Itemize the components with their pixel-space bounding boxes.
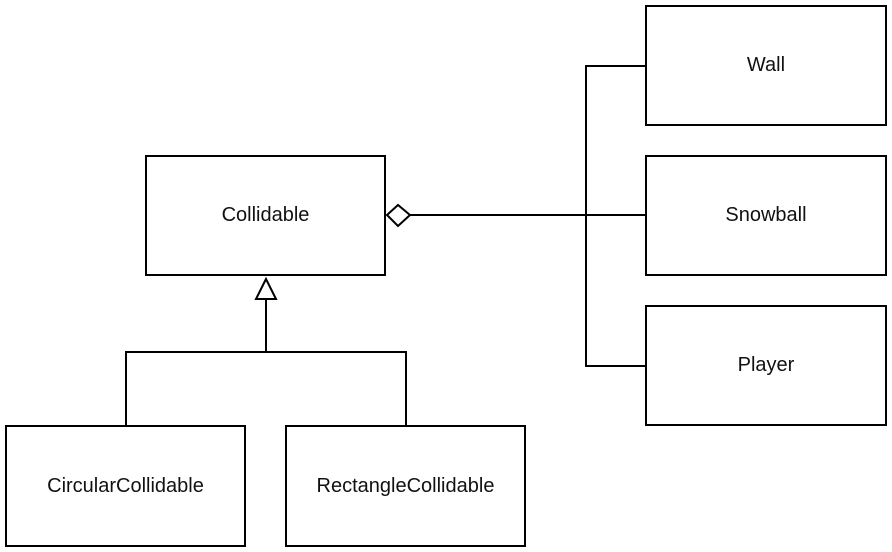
class-name: CircularCollidable (47, 474, 204, 497)
class-box-snowball[interactable]: Snowball (645, 155, 887, 276)
class-name: Wall (746, 54, 786, 76)
class-name: RectangleCollidable (316, 474, 495, 497)
generalization-arrowhead (254, 276, 278, 300)
class-name: Snowball (725, 204, 807, 226)
inheritance-branch-line (125, 351, 407, 425)
class-box-player[interactable]: Player (645, 305, 887, 426)
aggregation-diamond (385, 203, 412, 228)
aggregation-bus-line (585, 65, 645, 367)
class-box-circular-collidable[interactable]: CircularCollidable (5, 425, 246, 547)
class-name: Collidable (221, 204, 310, 226)
class-box-wall[interactable]: Wall (645, 5, 887, 126)
class-box-rectangle-collidable[interactable]: RectangleCollidable (285, 425, 526, 547)
class-box-collidable[interactable]: Collidable (145, 155, 386, 276)
class-name: Player (737, 354, 795, 376)
